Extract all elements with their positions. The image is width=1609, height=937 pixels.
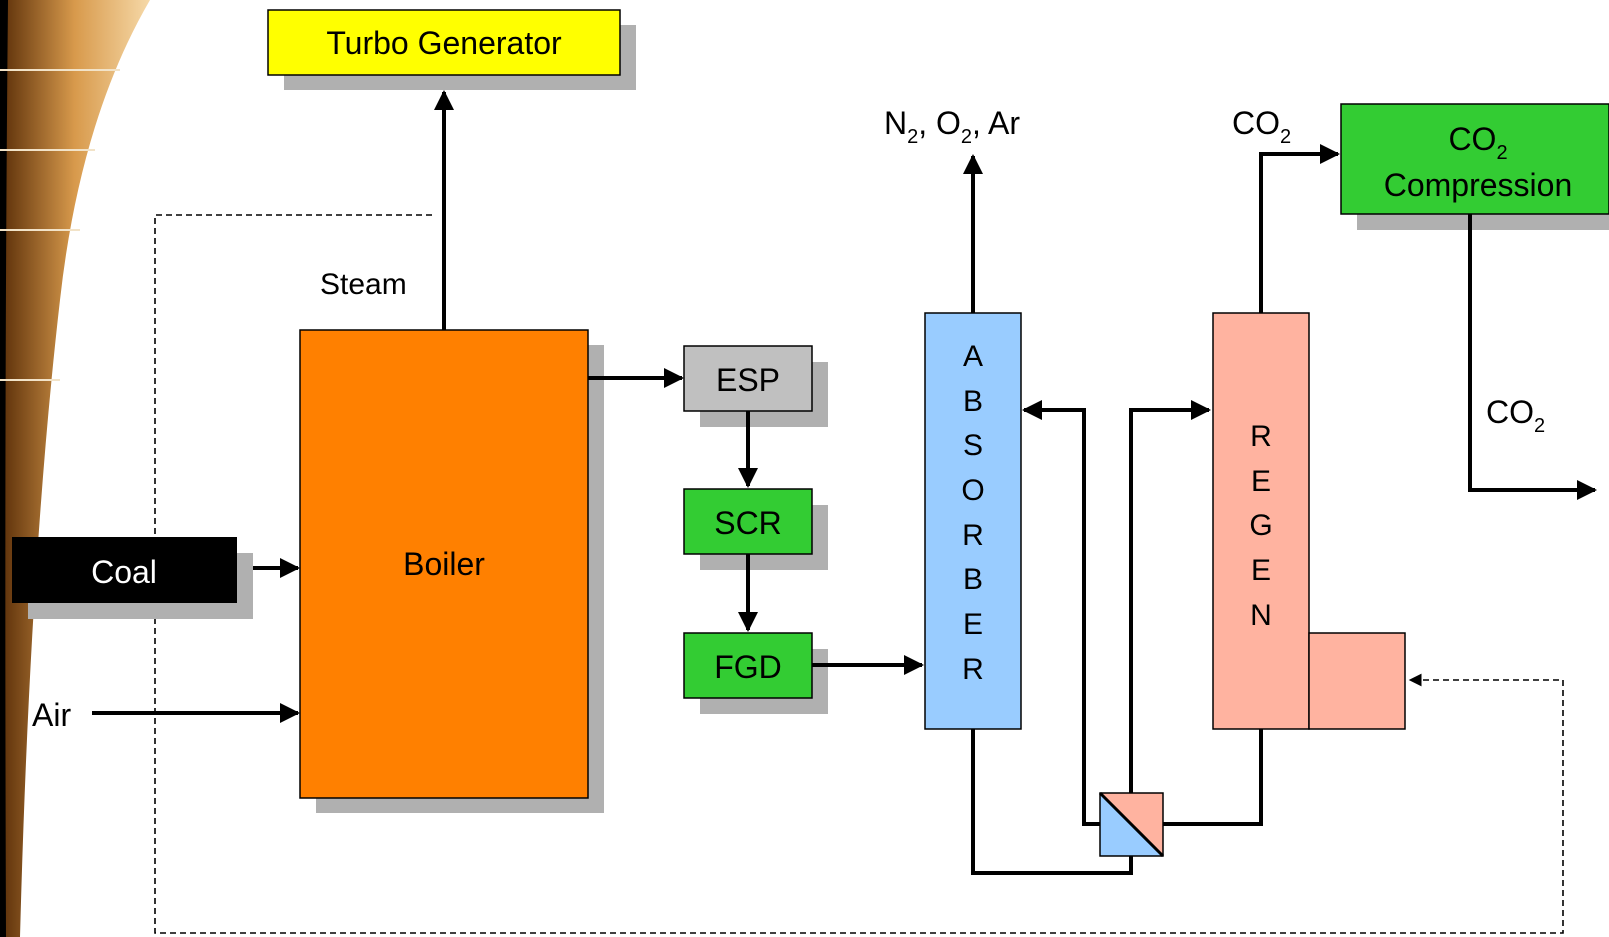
rich-solvent-to-regen-arrow: [1129, 400, 1211, 793]
absorber-letter: R: [962, 653, 984, 686]
steam-label: Steam: [320, 268, 407, 301]
regen-letter: R: [1250, 420, 1272, 453]
scr-block: SCR: [683, 488, 828, 570]
regen-letter: N: [1250, 599, 1272, 632]
esp-block: ESP: [683, 345, 828, 427]
regen-letter: G: [1249, 509, 1272, 542]
lean-solvent-to-absorber-arrow: [1022, 400, 1100, 826]
vent-gases-label: N2, O2, Ar: [884, 105, 1020, 148]
regen-letter: E: [1251, 554, 1271, 587]
fgd-label: FGD: [714, 649, 782, 685]
co2-top-label: CO2: [1232, 105, 1291, 148]
coal-block: Coal: [12, 537, 253, 619]
absorber-letter: O: [961, 474, 984, 507]
co2-product-arrow: [1468, 214, 1597, 500]
absorber-letter: A: [963, 340, 983, 373]
boiler-label: Boiler: [403, 546, 485, 582]
turbo-generator-block: Turbo Generator: [267, 9, 636, 90]
fgd-block: FGD: [683, 632, 828, 714]
co2-compression-line2: Compression: [1384, 167, 1573, 203]
co2-product-label: CO2: [1486, 394, 1545, 437]
rich-solvent-line: [971, 729, 1133, 875]
absorber-letter: R: [962, 519, 984, 552]
esp-label: ESP: [716, 362, 780, 398]
turbo-generator-label: Turbo Generator: [326, 25, 562, 61]
absorber-column: A B S O R B E R: [924, 312, 1022, 730]
lean-solvent-line: [1163, 729, 1263, 826]
boiler-block: Boiler: [299, 329, 604, 813]
background-decoration: [0, 0, 150, 937]
scr-label: SCR: [714, 505, 782, 541]
dashed-heat-loop: [154, 214, 1564, 934]
air-label: Air: [32, 697, 71, 733]
heat-exchanger: [1098, 791, 1165, 858]
reboiler-block: [1308, 632, 1406, 730]
regenerator-column: R E G E N: [1212, 312, 1406, 730]
absorber-letter: B: [963, 385, 983, 418]
co2-compression-title: CO2: [1448, 121, 1507, 164]
co2-compression-block: CO2 Compression: [1340, 103, 1609, 230]
absorber-letter: E: [963, 608, 983, 641]
regen-letter: E: [1251, 465, 1271, 498]
absorber-letter: B: [963, 563, 983, 596]
absorber-letter: S: [963, 429, 983, 462]
coal-label: Coal: [91, 554, 157, 590]
regen-to-compression-arrow: [1259, 144, 1340, 313]
